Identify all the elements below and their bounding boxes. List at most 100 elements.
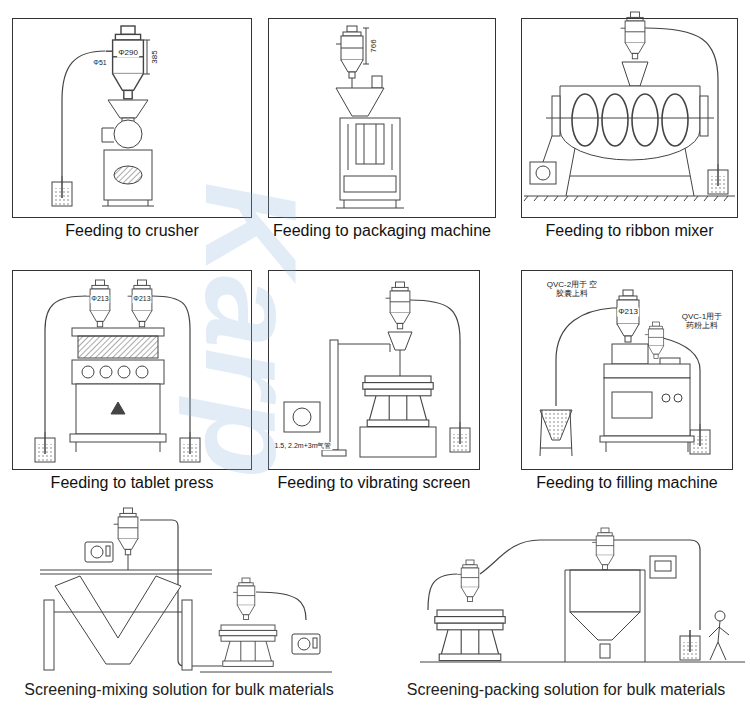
crusher-drawing: [52, 26, 154, 206]
packaging-machine-drawing-part: [348, 124, 392, 170]
screening-packing-drawing-part: [570, 570, 640, 612]
crusher-drawing-part: [144, 40, 150, 41]
vibrating-screen-drawing-part: [322, 450, 346, 456]
ribbon-mixer-drawing-part: [524, 196, 728, 201]
screening-mixing-drawing-part: [219, 625, 277, 666]
packaging-machine-drawing-part: [344, 176, 396, 192]
vibrating-screen-drawing-part: [284, 402, 320, 432]
screening-packing-drawing-part: [680, 630, 700, 660]
panel-caption: Feeding to filling machine: [536, 474, 717, 492]
screening-mixing-drawing-part: [256, 592, 306, 620]
screening-mixing-drawing: [40, 508, 332, 672]
screening-mixing-drawing-part: [200, 672, 332, 673]
crusher-drawing-part: [108, 100, 148, 118]
tablet-press-drawing-part: [72, 328, 164, 336]
screening-mixing-drawing-part: [292, 634, 320, 654]
ribbon-mixer-drawing-part: [621, 12, 645, 59]
tablet-press-drawing-part: [128, 280, 152, 327]
ribbon-mixer-drawing-part: [622, 62, 648, 86]
filling-machine-drawing-part: [600, 436, 694, 442]
ribbon-mixer-drawing-part: [546, 118, 714, 119]
screening-mixing-drawing-part: [55, 576, 181, 664]
screening-packing-drawing-part: [655, 561, 671, 571]
packaging-machine-drawing-part: [336, 88, 384, 116]
dimension-label: Φ290: [117, 49, 139, 58]
dimension-label: Φ213: [132, 295, 151, 303]
panel-frame: Feeding to packaging machine: [268, 18, 496, 218]
tablet-press-drawing-part: [72, 360, 164, 384]
tablet-press-drawing-part: [35, 432, 55, 462]
ribbon-mixer-drawing-part: [566, 148, 694, 196]
tablet-press-drawing-part: [82, 366, 94, 378]
screening-mixing-drawing-part: [40, 574, 212, 575]
crusher-drawing-part: [147, 40, 148, 74]
crusher-drawing-part: [114, 166, 142, 184]
packaging-machine-drawing: [336, 26, 404, 208]
watermark: Karp: [179, 182, 322, 478]
dimension-label: 385: [151, 49, 160, 64]
vibrating-screen-drawing-part: [388, 332, 412, 350]
screening-mixing-drawing-part: [182, 600, 192, 670]
tablet-press-drawing-part: [76, 442, 160, 452]
dimension-label: 766: [370, 38, 379, 53]
vibrating-screen-drawing-part: [363, 376, 433, 427]
ribbon-mixer-drawing-part: [543, 136, 552, 162]
panel-frame: Feeding to crusher: [12, 18, 252, 218]
panel-caption: Feeding to ribbon mixer: [545, 222, 713, 240]
ribbon-mixer-drawing-part: [700, 96, 708, 136]
vibrating-screen-drawing-part: [450, 422, 470, 452]
packaging-machine-drawing-part: [336, 26, 363, 78]
ribbon-mixer-drawing-part: [536, 166, 550, 180]
ribbon-mixer-drawing-part: [662, 94, 688, 146]
vibrating-screen-drawing-part: [338, 344, 390, 352]
panel-caption: Feeding to vibrating screen: [278, 474, 471, 492]
screening-packing-drawing-part: [715, 611, 725, 621]
screening-mixing-drawing-part: [128, 555, 129, 570]
vibrating-screen-drawing-part: [360, 427, 436, 457]
screening-packing-drawing-part: [570, 612, 640, 640]
packaging-machine-drawing-part: [356, 124, 384, 164]
crusher-drawing-part: [114, 120, 142, 148]
vibrating-screen-drawing-part: [410, 300, 460, 422]
vibrating-screen-drawing-part: [386, 282, 410, 329]
crusher-drawing-part: [144, 74, 150, 75]
crusher-drawing-part: [102, 200, 154, 206]
ribbon-mixer-drawing-part: [572, 94, 598, 146]
tablet-press-drawing-part: [78, 336, 158, 358]
filling-machine-drawing-part: [612, 392, 652, 418]
vibrating-screen-drawing: [284, 282, 470, 457]
ribbon-mixer-drawing-part: [560, 86, 700, 160]
screening-mixing-drawing-part: [40, 570, 212, 571]
packaging-machine-drawing-part: [340, 118, 400, 200]
solution-caption: Screening-packing solution for bulk mate…: [407, 681, 725, 699]
ribbon-mixer-drawing: [524, 12, 735, 201]
packaging-machine-drawing-part: [336, 200, 404, 208]
ribbon-mixer-drawing-part: [524, 196, 735, 197]
screening-packing-drawing-part: [600, 644, 610, 658]
tablet-press-drawing-part: [76, 384, 160, 434]
vibrating-screen-drawing-part: [400, 350, 401, 376]
filling-machine-drawing-part: [662, 394, 670, 402]
tablet-press-drawing: [35, 280, 200, 462]
screening-packing-drawing: [420, 528, 745, 662]
vibrating-screen-drawing-part: [330, 340, 338, 450]
crusher-drawing-part: [102, 128, 114, 142]
filling-machine-drawing-part: [612, 344, 648, 364]
screening-packing-drawing-part: [709, 621, 729, 660]
screening-packing-drawing-part: [428, 574, 457, 610]
ribbon-mixer-drawing-part: [708, 164, 728, 194]
filling-machine-drawing-part: [606, 442, 688, 452]
screening-mixing-drawing-part: [54, 612, 182, 613]
ribbon-mixer-drawing-part: [602, 94, 628, 146]
note-label: QVC-1用于 药粉上料: [677, 313, 727, 331]
screening-mixing-drawing-part: [44, 600, 54, 670]
packaging-machine-drawing-part: [363, 64, 369, 65]
panel-frame: Feeding to vibrating screen: [268, 270, 480, 470]
packaging-machine-drawing-part: [366, 28, 367, 64]
packaging-machine-drawing-part: [352, 78, 353, 88]
